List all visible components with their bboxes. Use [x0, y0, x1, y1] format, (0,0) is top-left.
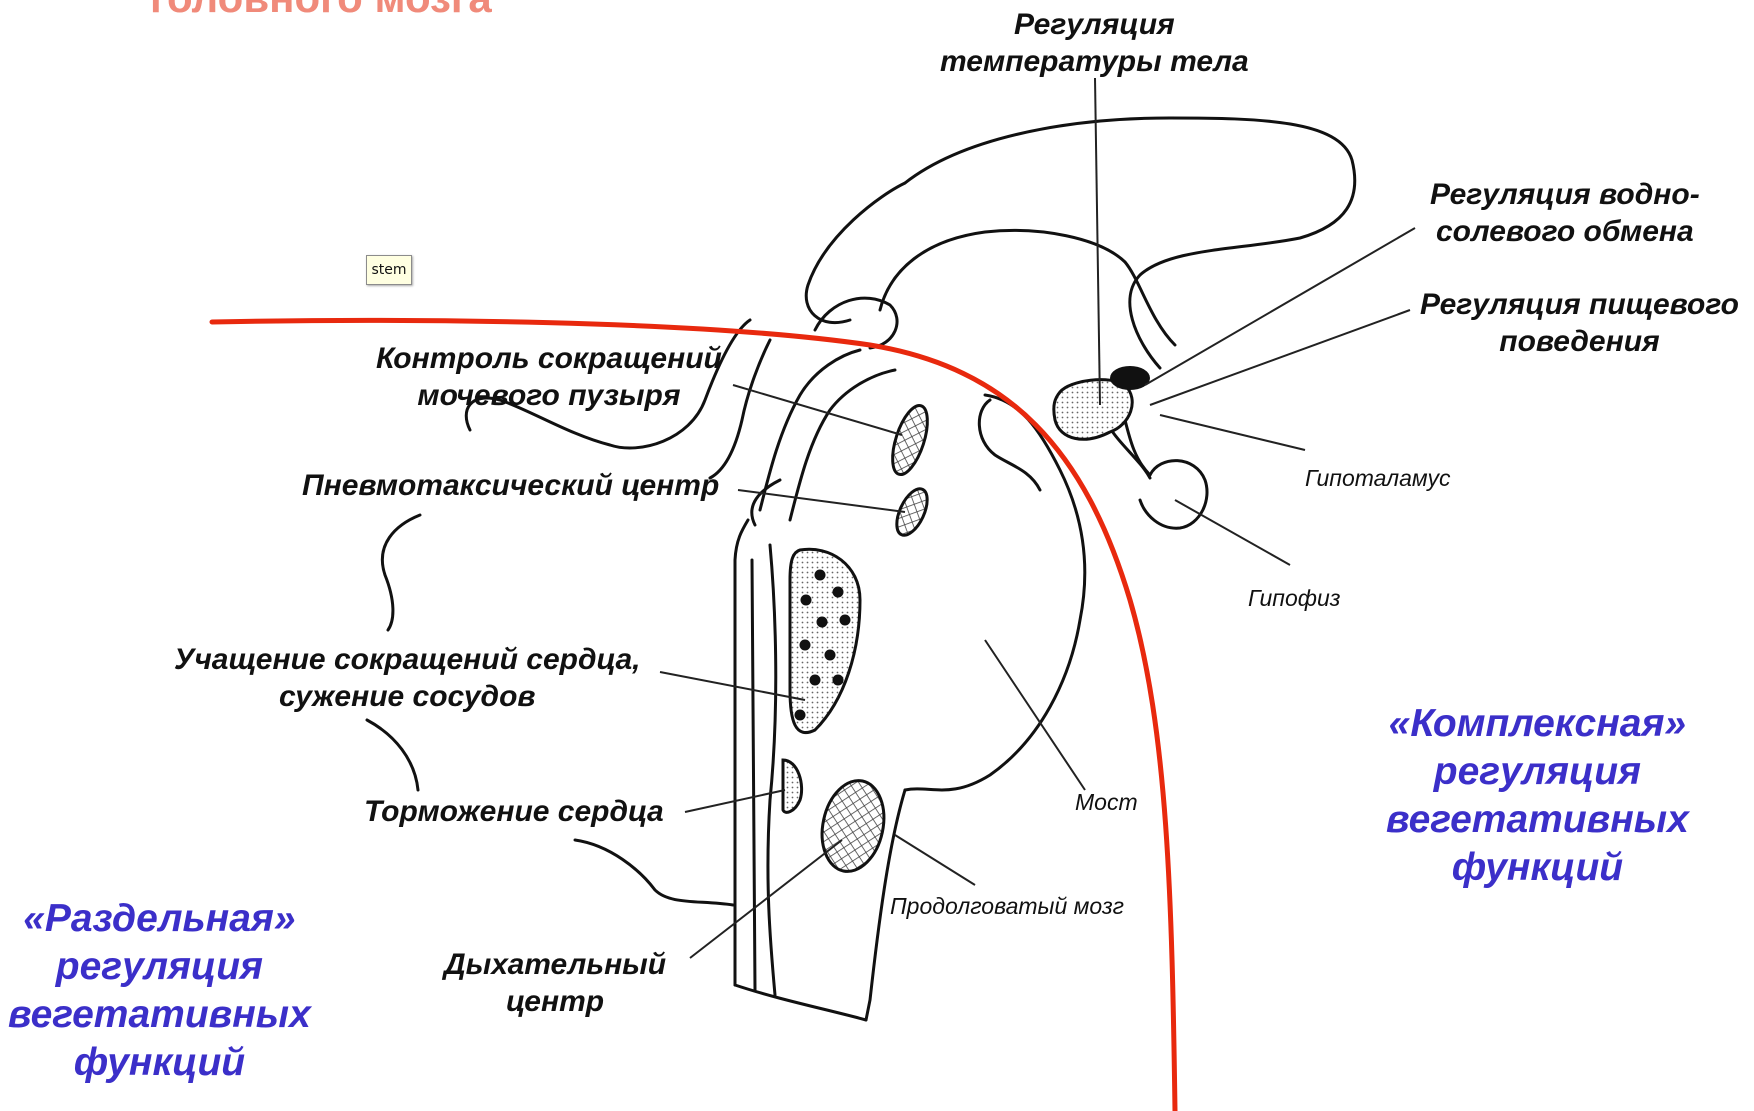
slide-title-fragment: головного мозга	[150, 0, 492, 20]
label-bladder: Контроль сокращений мочевого пузыря	[376, 340, 722, 414]
label-heart-accel-line1: Учащение сокращений сердца,	[174, 643, 641, 676]
leader-respiratory	[690, 840, 842, 958]
region-complex-line2: регуляция	[1434, 750, 1641, 793]
label-feeding-line2: поведения	[1499, 325, 1659, 358]
stem-tooltip: stem	[366, 255, 412, 285]
corpus-callosum-inner	[806, 183, 905, 323]
pons-front-bulge	[979, 400, 1040, 490]
hypophysis-body	[1140, 461, 1207, 529]
label-heart-accel-line2: сужение сосудов	[279, 680, 536, 713]
leader-feeding	[1150, 310, 1410, 405]
corpus-callosum-outline	[905, 118, 1355, 368]
label-temperature-line1: Регуляция	[1014, 8, 1175, 41]
label-hypothalamus: Гипоталамус	[1305, 464, 1450, 492]
hypothalamus-dark-nucleus	[1110, 366, 1150, 390]
label-bladder-line2: мочевого пузыря	[417, 379, 680, 412]
pneumotaxic-nucleus	[891, 484, 934, 539]
aqueduct-left	[760, 350, 860, 510]
label-respiratory-line1: Дыхательный	[444, 948, 666, 981]
region-complex-line4: функций	[1452, 846, 1623, 889]
wavy-nerve-middle	[367, 720, 418, 790]
region-complex: «Комплексная» регуляция вегетативных фун…	[1386, 700, 1689, 892]
label-pneumotaxic: Пневмотаксический центр	[302, 467, 719, 504]
label-temperature-line2: температуры тела	[940, 45, 1249, 78]
label-medulla: Продолговатый мозг	[890, 892, 1124, 920]
hypothalamus-nucleus	[1054, 380, 1132, 440]
region-separate-line4: функций	[74, 1041, 245, 1084]
region-separate-line2: регуляция	[56, 945, 263, 988]
label-respiratory-line2: центр	[506, 985, 604, 1018]
bladder-control-nucleus	[886, 401, 935, 478]
region-separate: «Раздельная» регуляция вегетативных функ…	[8, 895, 311, 1087]
canal-line-2	[768, 545, 776, 995]
region-separate-line1: «Раздельная»	[23, 897, 295, 940]
aqueduct-right	[790, 370, 895, 520]
label-hypophysis: Гипофиз	[1248, 584, 1340, 612]
wavy-nerve-bottom	[575, 840, 733, 905]
label-water-salt: Регуляция водно- солевого обмена	[1430, 176, 1700, 250]
leader-bladder	[733, 385, 902, 435]
hypophysis-stalk	[1125, 420, 1150, 475]
leader-medulla	[895, 835, 975, 885]
leader-temperature	[1095, 78, 1100, 405]
label-water-salt-line2: солевого обмена	[1436, 215, 1694, 248]
respiratory-nucleus	[814, 775, 892, 877]
canal-line-1	[752, 560, 755, 990]
label-respiratory: Дыхательный центр	[444, 946, 666, 1020]
wavy-nerve-top	[382, 515, 420, 630]
label-heart-accel: Учащение сокращений сердца, сужение сосу…	[174, 641, 641, 715]
label-feeding: Регуляция пищевого поведения	[1420, 286, 1739, 360]
label-water-salt-line1: Регуляция водно-	[1430, 178, 1700, 211]
label-pons: Мост	[1075, 788, 1138, 816]
region-complex-line3: вегетативных	[1386, 798, 1689, 841]
region-separate-line3: вегетативных	[8, 993, 311, 1036]
leader-water-salt	[1145, 228, 1415, 385]
leader-hypothalamus	[1160, 415, 1305, 450]
label-feeding-line1: Регуляция пищевого	[1420, 288, 1739, 321]
cardioinhibitory-nucleus	[783, 760, 802, 812]
region-complex-line1: «Комплексная»	[1389, 702, 1686, 745]
label-bladder-line1: Контроль сокращений	[376, 342, 722, 375]
label-temperature: Регуляция температуры тела	[940, 6, 1249, 80]
label-heart-inhibit: Торможение сердца	[364, 793, 664, 830]
boundary-line	[212, 320, 1175, 1111]
leader-hypophysis	[1175, 500, 1290, 565]
leader-heart-accel	[660, 672, 805, 700]
